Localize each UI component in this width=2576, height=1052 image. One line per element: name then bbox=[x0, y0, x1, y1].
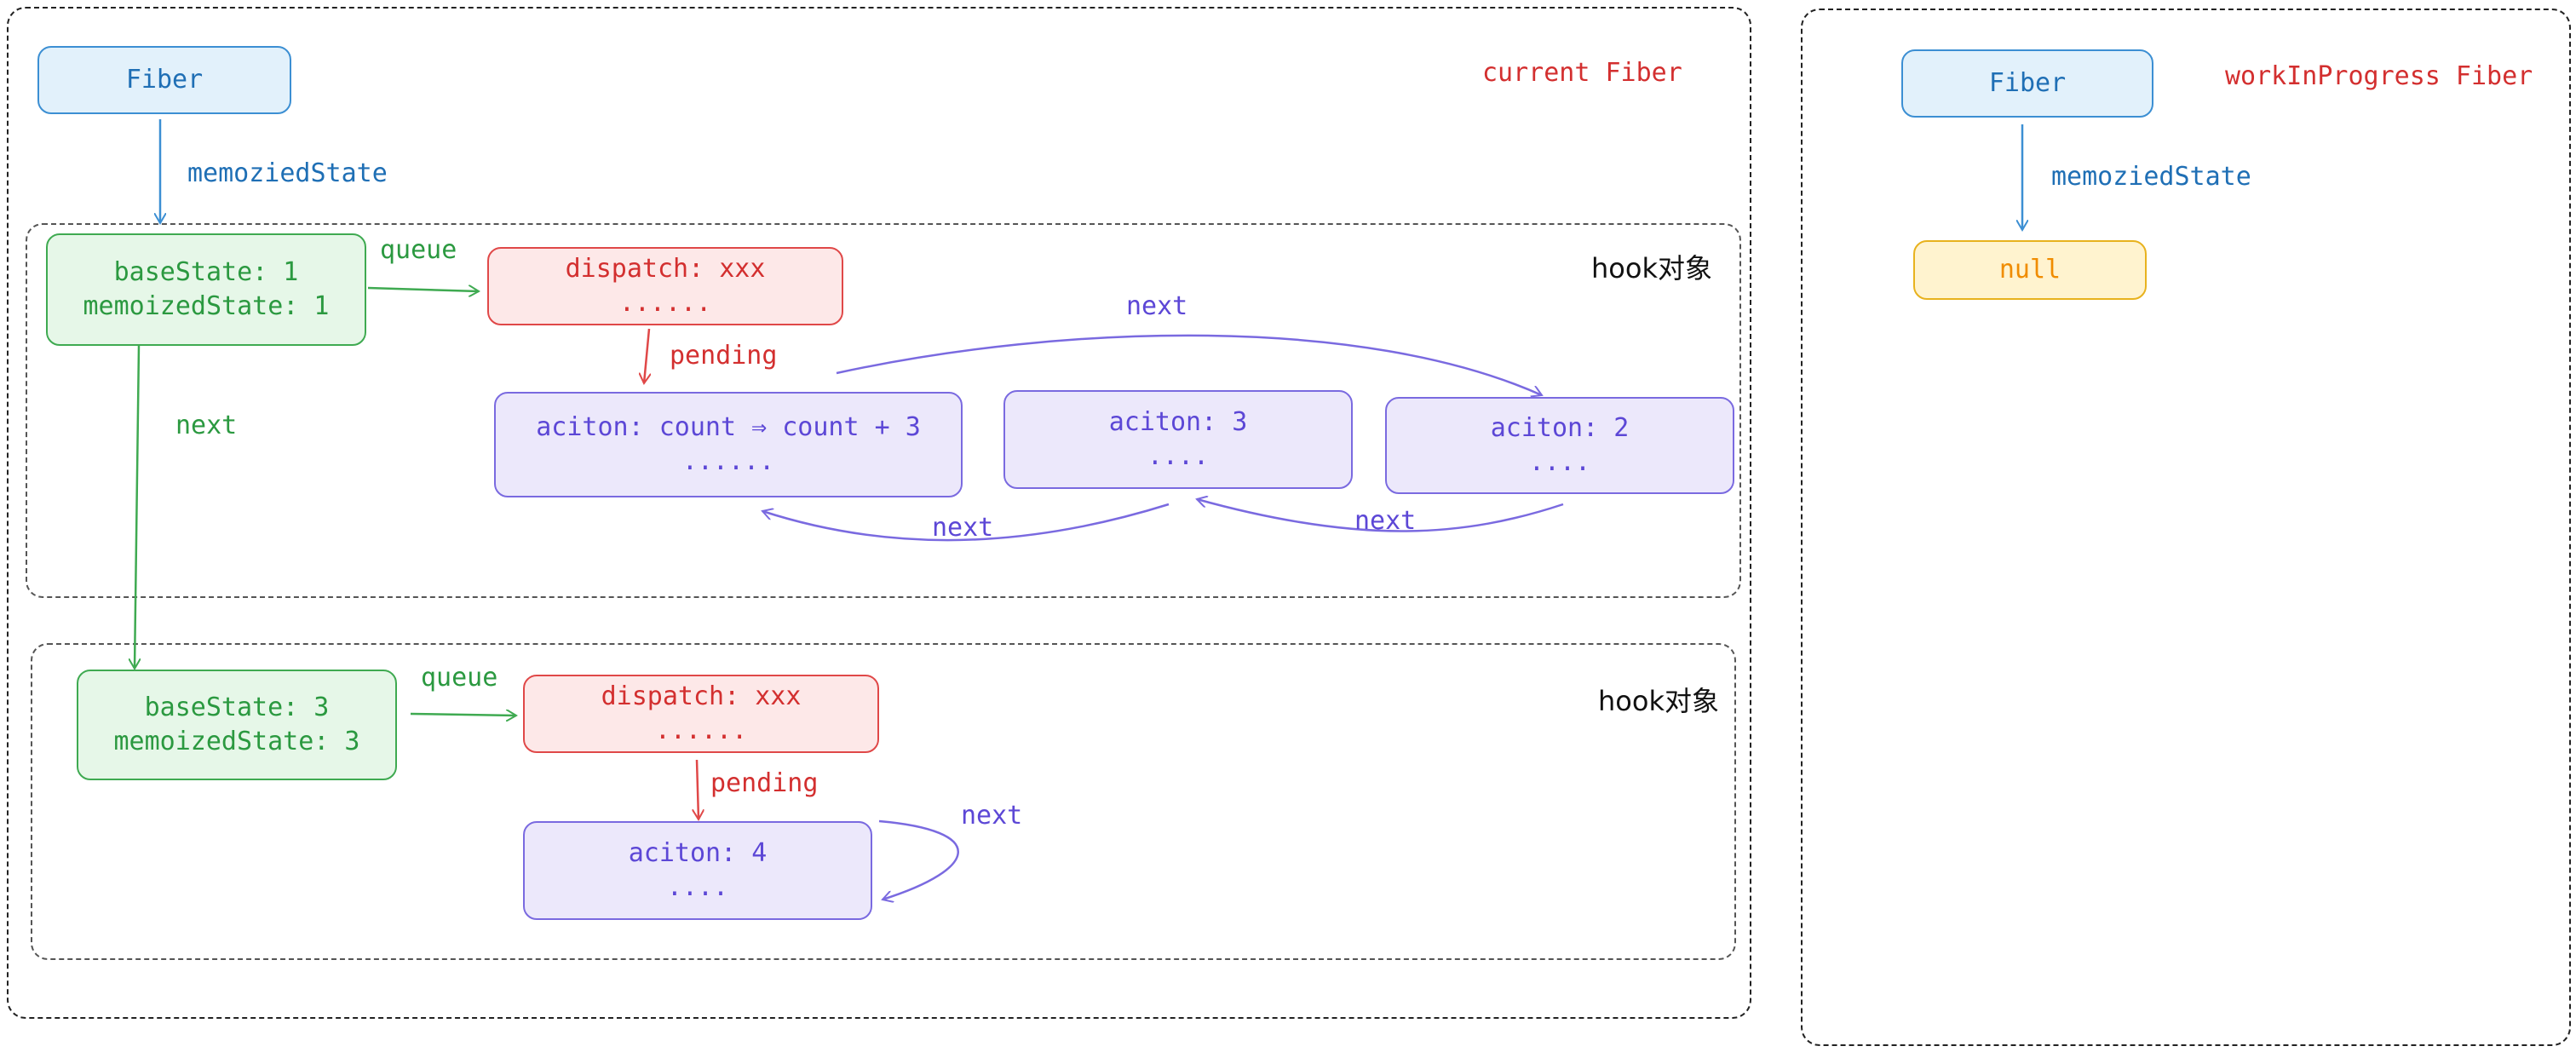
arrow-hook2-self-next bbox=[878, 819, 959, 900]
action-b-ellipsis: .... bbox=[1147, 441, 1210, 471]
arrow-next-b-to-a bbox=[762, 503, 1170, 542]
arrow-hook2-queue bbox=[410, 714, 516, 716]
action-b-text: aciton: 3 bbox=[1108, 406, 1248, 437]
hook2-base-state: baseState: 3 bbox=[144, 692, 330, 722]
hook1-memoized-state: memoizedState: 1 bbox=[83, 291, 330, 321]
arrow-next-c-to-b bbox=[1197, 499, 1564, 532]
hook1-base-state: baseState: 1 bbox=[113, 256, 299, 287]
wip-memoized-state-label: memoziedState bbox=[2051, 162, 2251, 192]
action-node-a: aciton: count ⇒ count + 3 ...... bbox=[494, 392, 963, 497]
hook2-action-ellipsis: .... bbox=[666, 872, 729, 902]
hook1-title: hook对象 bbox=[1591, 252, 1712, 285]
wip-null-value: null bbox=[1998, 254, 2061, 285]
hook2-memoized-state: memoizedState: 3 bbox=[113, 727, 360, 756]
hook1-state-node: baseState: 1 memoizedState: 1 bbox=[46, 233, 366, 346]
hook1-next-bottom-left-label: next bbox=[932, 513, 994, 543]
arrow-next-top bbox=[836, 334, 1542, 395]
current-fiber-frame bbox=[7, 7, 1751, 1019]
wip-fiber-frame bbox=[1801, 9, 2571, 1046]
arrow-hook-next bbox=[135, 344, 139, 669]
hook1-pending-label: pending bbox=[670, 341, 778, 371]
hook2-dispatch-text: dispatch: xxx bbox=[601, 681, 802, 711]
hook1-dispatch-ellipsis: ...... bbox=[618, 288, 712, 318]
hook1-dispatch-node: dispatch: xxx ...... bbox=[487, 247, 843, 325]
wip-fiber-title: workInProgress Fiber bbox=[2225, 61, 2533, 91]
hook2-title: hook对象 bbox=[1598, 685, 1719, 717]
hook1-next-top-label: next bbox=[1126, 291, 1188, 321]
hook2-queue-label: queue bbox=[421, 663, 498, 693]
hook2-dispatch-ellipsis: ...... bbox=[654, 716, 748, 745]
current-memoized-state-label: memoziedState bbox=[187, 158, 388, 188]
action-node-c: aciton: 2 .... bbox=[1385, 397, 1734, 494]
wip-fiber-label: Fiber bbox=[1988, 67, 2067, 98]
hook1-queue-label: queue bbox=[380, 235, 457, 265]
wip-null-state-node: null bbox=[1913, 240, 2147, 300]
action-a-text: aciton: count ⇒ count + 3 bbox=[536, 411, 921, 442]
hook1-next-bottom-right-label: next bbox=[1354, 506, 1417, 536]
hook2-next-label: next bbox=[961, 801, 1023, 831]
current-fiber-title: current Fiber bbox=[1482, 58, 1682, 88]
hook2-dispatch-node: dispatch: xxx ...... bbox=[523, 675, 879, 753]
action-node-b: aciton: 3 .... bbox=[1003, 390, 1353, 489]
hook1-dispatch-text: dispatch: xxx bbox=[565, 253, 766, 284]
hook2-action-text: aciton: 4 bbox=[628, 837, 768, 868]
action-a-ellipsis: ...... bbox=[681, 446, 775, 476]
arrow-hook2-pending bbox=[697, 759, 699, 819]
hook-frame-2 bbox=[31, 643, 1736, 960]
current-fiber-node: Fiber bbox=[37, 46, 291, 114]
hook2-state-node: baseState: 3 memoizedState: 3 bbox=[77, 670, 397, 780]
hook2-pending-label: pending bbox=[710, 768, 819, 798]
arrow-hook1-queue bbox=[367, 288, 479, 291]
hook-frame-1 bbox=[26, 223, 1741, 598]
hook-next-label: next bbox=[175, 411, 238, 440]
current-fiber-label: Fiber bbox=[125, 64, 204, 95]
action-c-ellipsis: .... bbox=[1528, 447, 1591, 477]
action-c-text: aciton: 2 bbox=[1490, 412, 1630, 443]
wip-fiber-node: Fiber bbox=[1901, 49, 2153, 118]
hook2-action-node: aciton: 4 .... bbox=[523, 821, 872, 920]
arrow-hook1-pending bbox=[644, 328, 649, 383]
